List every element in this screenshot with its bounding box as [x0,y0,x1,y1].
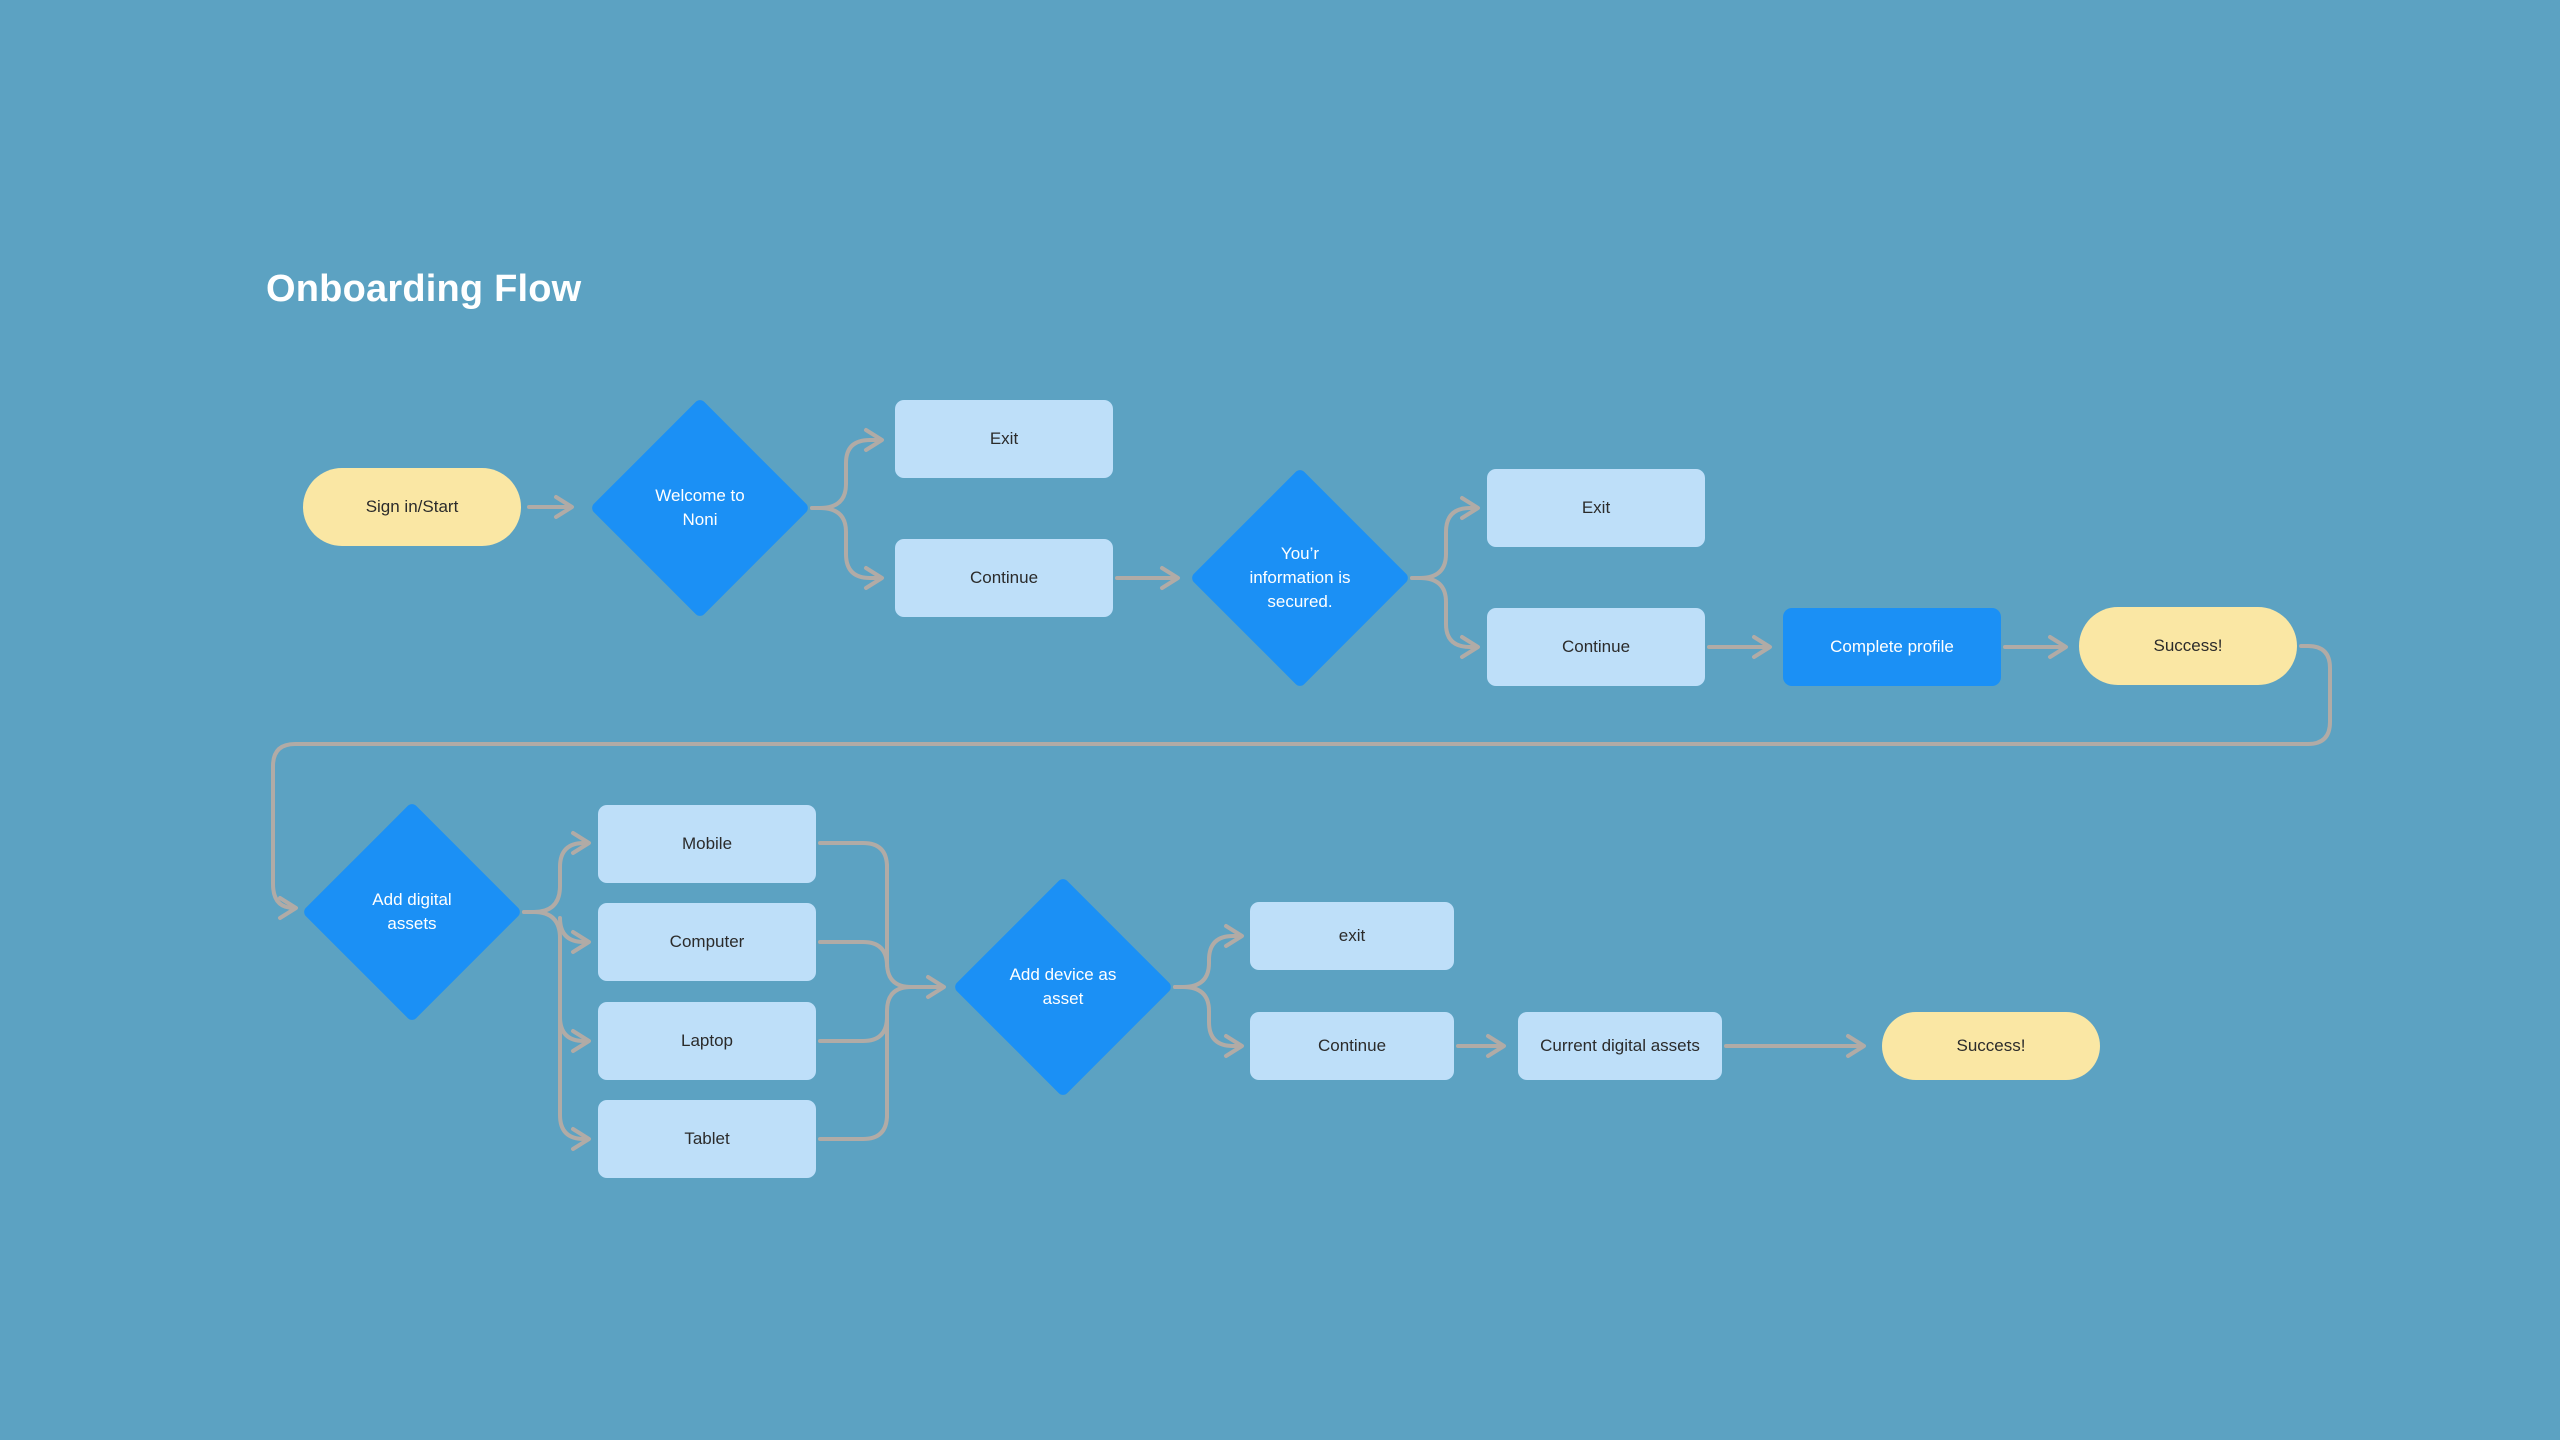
connector-merge-bottom [885,985,913,1119]
node-laptop[interactable]: Laptop [598,1002,816,1080]
node-sign-in-start[interactable]: Sign in/Start [303,468,521,546]
connector-secured-to-exit [1410,496,1480,580]
node-label: Continue [1561,637,1631,656]
node-label: Continue [969,568,1039,587]
node-complete-profile[interactable]: Complete profile [1783,608,2001,686]
node-label: Laptop [681,1031,733,1050]
node-success-2[interactable]: Success! [1882,1012,2100,1080]
connector-welcome-to-continue [810,506,884,590]
node-label: Complete profile [1830,637,1954,656]
connector-secured-to-continue [1410,576,1480,659]
node-label: Exit [1581,498,1611,517]
node-label: Sign in/Start [365,497,459,516]
node-label: Mobile [681,834,733,853]
node-continue-2[interactable]: Continue [1487,608,1705,686]
connector-add-device-to-exit [1173,924,1244,989]
node-label: Exit [989,429,1019,448]
connector-welcome-to-exit [810,428,884,510]
connector-merge-to-add-device [885,863,946,999]
node-label: You’r information is secured. [1249,543,1351,612]
connector-add-device-to-continue [1173,985,1244,1058]
node-information-secured[interactable]: You’r information is secured. [1189,467,1411,689]
node-label: Welcome to Noni [655,485,745,529]
node-add-device-as-asset[interactable]: Add device as asset [952,876,1174,1098]
node-label: Tablet [684,1129,730,1148]
node-mobile[interactable]: Mobile [598,805,816,883]
connector-success-to-add-digital-assets [271,644,2332,920]
node-label: Continue [1317,1036,1387,1055]
node-label: Current digital assets [1540,1036,1700,1055]
connector-add-digital-to-laptop [558,1015,591,1053]
node-current-digital-assets[interactable]: Current digital assets [1518,1012,1722,1080]
node-label: Add device as asset [1009,964,1117,1008]
node-exit-3[interactable]: exit [1250,902,1454,970]
connector-add-digital-to-tablet [522,910,591,1151]
node-continue-1[interactable]: Continue [895,539,1113,617]
connector-laptop-out [818,1015,889,1043]
node-exit-2[interactable]: Exit [1487,469,1705,547]
node-label: Success! [2153,636,2223,655]
node-computer[interactable]: Computer [598,903,816,981]
connector-mobile-out [818,841,889,869]
node-label: Computer [669,932,745,951]
node-label: Success! [1956,1036,2026,1055]
node-tablet[interactable]: Tablet [598,1100,816,1178]
connector-tablet-out [818,1113,889,1141]
page-title[interactable]: Onboarding Flow [266,268,582,310]
connector-computer-out [818,940,889,968]
node-exit-1[interactable]: Exit [895,400,1113,478]
node-welcome-to-noni[interactable]: Welcome to Noni [589,397,811,619]
node-label: Add digital assets [372,889,452,933]
node-success-1[interactable]: Success! [2079,607,2297,685]
node-label: exit [1338,926,1366,945]
connector-add-digital-to-mobile [522,831,591,914]
node-continue-3[interactable]: Continue [1250,1012,1454,1080]
node-add-digital-assets[interactable]: Add digital assets [301,801,523,1023]
connector-add-digital-to-computer [558,916,591,954]
